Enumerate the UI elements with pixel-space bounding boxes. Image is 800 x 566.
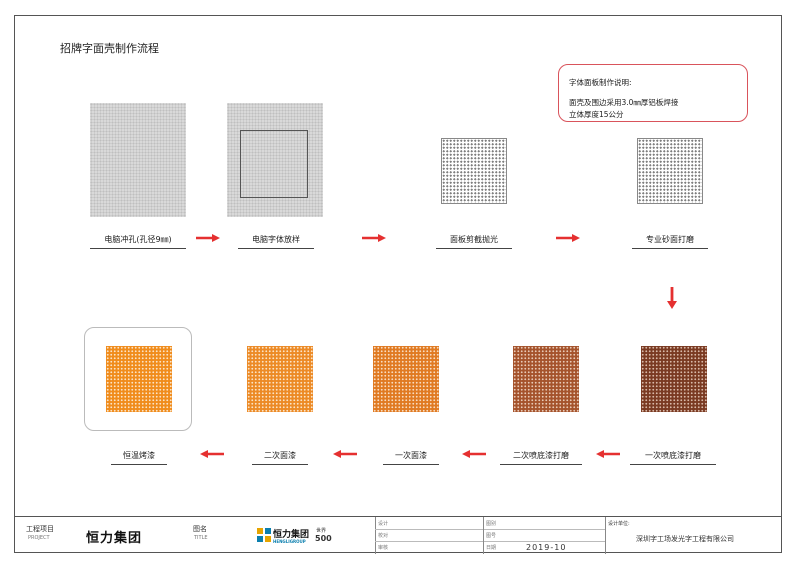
step-label: 二次面漆	[252, 450, 308, 465]
drawing-no-label: 图别	[486, 521, 497, 527]
divider	[375, 529, 605, 530]
arrow-right-icon	[362, 234, 386, 242]
step-label: 面板剪截抛光	[436, 234, 512, 249]
logo-text: 恒力集团	[273, 530, 310, 540]
review-label: 审核	[378, 545, 389, 551]
project-label-en: PROJECT	[28, 535, 50, 541]
step-label: 电脑冲孔(孔径9㎜)	[90, 234, 186, 249]
divider	[375, 517, 376, 554]
note-line: 立体厚度15公分	[569, 110, 624, 119]
project-label: 工程项目	[26, 525, 54, 533]
final-step-frame	[84, 327, 192, 431]
arrow-down-icon	[667, 287, 677, 309]
step-label: 恒温烤漆	[111, 450, 167, 465]
logo-badge: 500	[315, 534, 332, 543]
step-label: 一次面漆	[383, 450, 439, 465]
step-image-first-topcoat	[373, 346, 439, 412]
step-image-second-primer	[513, 346, 579, 412]
client-name: 恒力集团	[86, 531, 143, 546]
designer-label: 设计单位:	[608, 521, 630, 527]
step-image-first-primer	[641, 346, 707, 412]
check-label: 校对	[378, 533, 389, 539]
step-label: 专业砂面打磨	[632, 234, 708, 249]
divider	[483, 517, 484, 554]
step-image-sanding	[637, 138, 703, 204]
date-label: 日期	[486, 545, 497, 551]
arrow-right-icon	[196, 234, 220, 242]
sheet-no-label: 图号	[486, 533, 497, 539]
note-heading: 字体面板制作说明:	[569, 78, 632, 87]
step-label: 电脑字体放样	[238, 234, 314, 249]
hengli-logo-icon	[257, 528, 271, 542]
logo-subtitle: HENGLIGROUP	[273, 539, 306, 544]
specification-note: 字体面板制作说明: 面壳及围边采用3.0㎜厚铝板焊接 立体厚度15公分	[558, 64, 748, 122]
date-value: 2019-10	[526, 543, 567, 552]
step-image-punching	[90, 103, 186, 217]
drawing-label: 图名	[193, 525, 207, 533]
divider	[375, 541, 605, 542]
arrow-left-icon	[462, 450, 486, 458]
design-label: 设计	[378, 521, 389, 527]
arrow-left-icon	[200, 450, 224, 458]
letter-outline	[240, 130, 308, 198]
company-name: 深圳字工场发光字工程有限公司	[636, 535, 734, 543]
step-image-layout	[227, 103, 323, 217]
drawing-frame	[14, 15, 782, 553]
drawing-label-en: TITLE	[194, 535, 208, 541]
note-line: 面壳及围边采用3.0㎜厚铝板焊接	[569, 98, 679, 107]
arrow-right-icon	[556, 234, 580, 242]
logo-badge-top: 世界	[316, 528, 327, 534]
arrow-left-icon	[596, 450, 620, 458]
step-image-cutting	[441, 138, 507, 204]
step-label: 一次喷底漆打磨	[630, 450, 716, 465]
title-block: 工程项目 PROJECT 恒力集团 图名 TITLE 恒力集团 HENGLIGR…	[14, 516, 782, 554]
step-label: 二次喷底漆打磨	[500, 450, 582, 465]
divider	[605, 517, 606, 554]
step-image-oven-paint	[106, 346, 172, 412]
step-image-second-topcoat	[247, 346, 313, 412]
page-title: 招牌字面壳制作流程	[60, 42, 159, 55]
arrow-left-icon	[333, 450, 357, 458]
